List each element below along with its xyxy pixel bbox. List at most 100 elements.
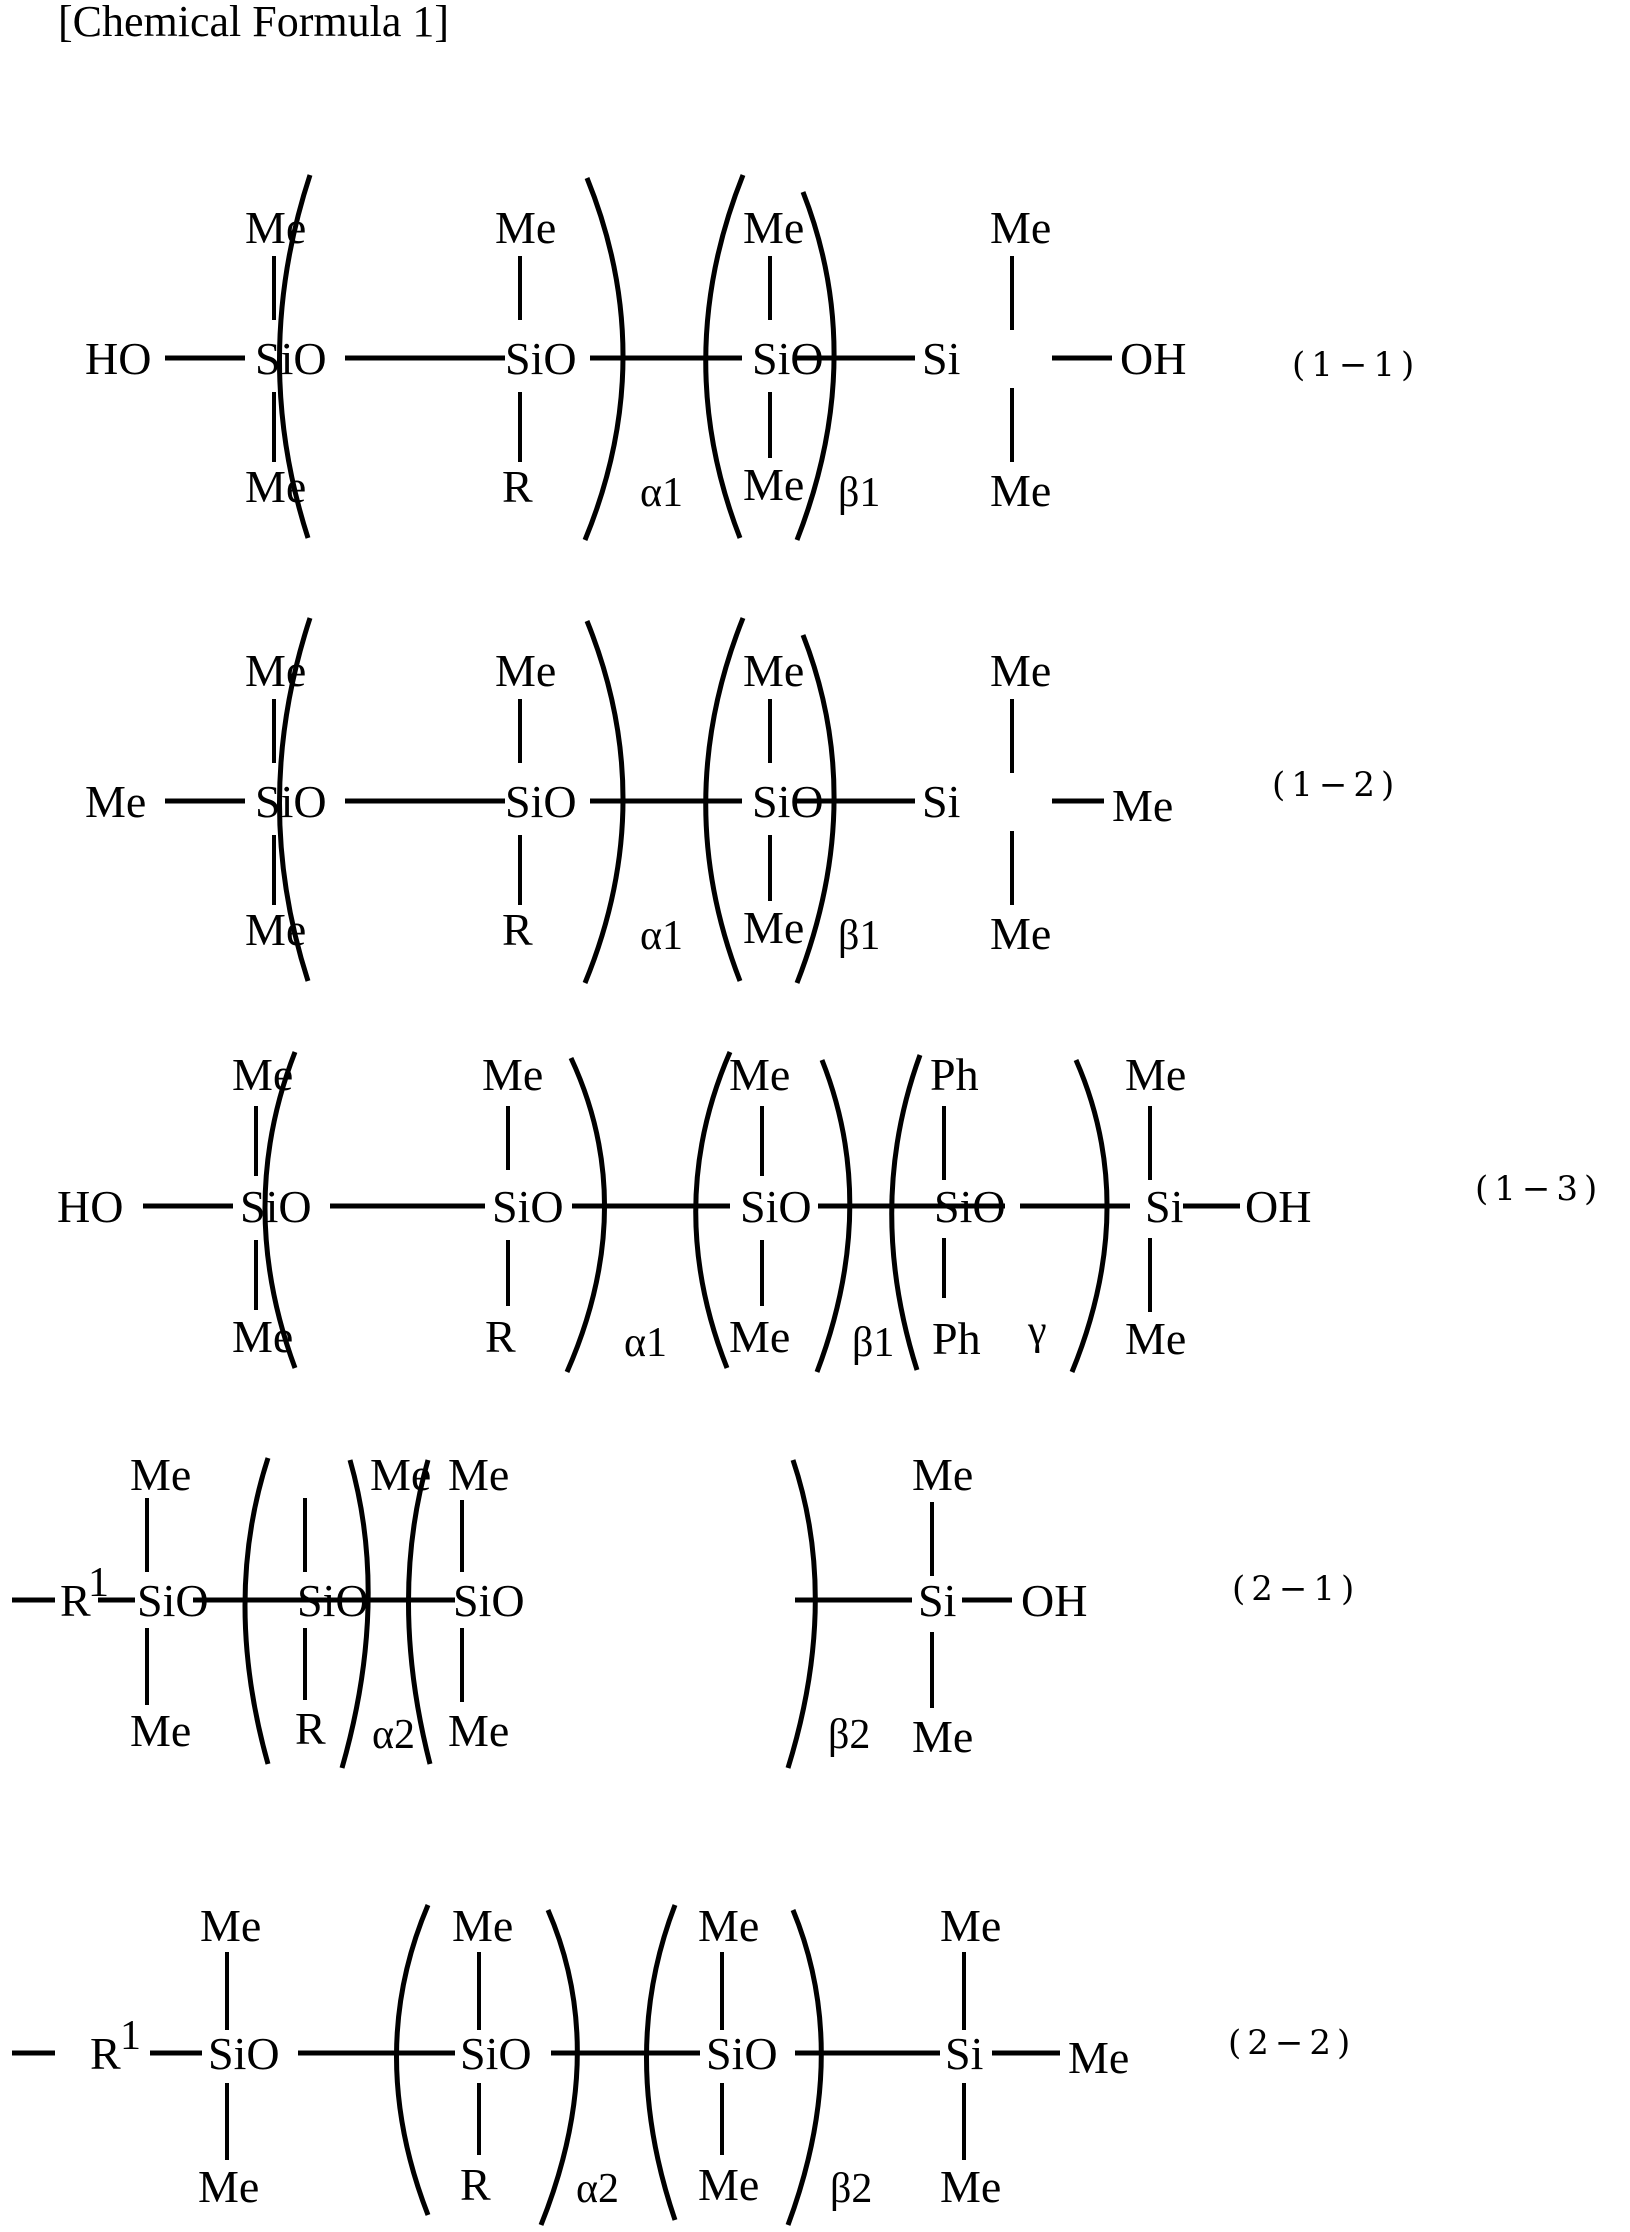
methyl-bottom: Me [990,465,1051,516]
terminal-ho: HO [85,333,151,384]
terminal-oh: OH [1021,1575,1087,1626]
unit3-bottom: Ph [932,1313,981,1364]
unit2-sio: SiO [740,1181,812,1232]
methyl-bottom: Me [912,1711,973,1762]
subscript-alpha2: α2 [372,1712,415,1758]
siloxane-sio: SiO [208,2028,280,2079]
unit1-bottom: R [460,2159,491,2210]
unit1-sio: SiO [460,2028,532,2079]
subscript-alpha1: α1 [640,470,683,516]
unit2-top: Me [729,1049,790,1100]
open-paren [262,1051,298,1369]
close-paren [794,634,837,984]
close-paren [538,1909,580,2226]
open-paren [277,174,313,539]
subscript-beta1: β1 [852,1320,894,1366]
r1-superscript: 1 [120,2013,141,2059]
methyl-bottom: Me [1125,1313,1186,1364]
formula-label: (2−2) [1228,2023,1356,2063]
unit2-sio: SiO [706,2028,778,2079]
terminal-me: Me [85,776,146,827]
unit1-sio: SiO [505,776,577,827]
unit2-bottom: Me [448,1705,509,1756]
methyl-top: Me [940,1900,1001,1951]
methyl-bottom: Me [130,1705,191,1756]
formula-1-1: HO SiO Me Me Me SiO R α1 Me SiO Me β1 Si… [85,174,1420,541]
close-paren [794,191,837,541]
open-paren [889,1054,923,1371]
unit2-top: Me [698,1900,759,1951]
close-paren [785,1459,818,1769]
subscript-beta1: β1 [838,470,880,516]
methyl-bottom: Me [940,2161,1001,2212]
terminal-oh: OH [1245,1181,1311,1232]
methyl-top: Me [130,1449,191,1500]
unit3-top: Ph [930,1049,979,1100]
siloxane-sio: SiO [255,776,327,827]
unit1-bottom: R [295,1703,326,1754]
unit1-sio: SiO [492,1181,564,1232]
r1-group: R [90,2028,121,2079]
formula-1-2: Me SiO Me Me Me SiO R α1 Me SiO Me β1 Si… [85,617,1400,984]
formula-label: (1−3) [1475,1169,1603,1209]
unit2-sio: SiO [453,1575,525,1626]
unit2-bottom: Me [698,2159,759,2210]
unit2-bottom: Me [743,902,804,953]
close-paren [339,1459,371,1769]
open-paren [644,1904,678,2221]
terminal-me: Me [1112,780,1173,831]
formula-1-3: HO SiO Me Me Me SiO R α1 Me SiO Me β1 Ph… [57,1049,1603,1374]
methyl-top: Me [200,1900,261,1951]
methyl-top: Me [990,202,1051,253]
subscript-alpha2: α2 [576,2166,619,2212]
subscript-alpha1: α1 [624,1320,667,1366]
terminal-me: Me [1068,2032,1129,2083]
methyl-top: Me [990,645,1051,696]
formula-label: (1−2) [1272,765,1400,805]
subscript-gamma: γ [1027,1308,1047,1354]
terminal-oh: OH [1120,333,1186,384]
close-paren [814,1059,853,1373]
terminal-ho: HO [57,1181,123,1232]
close-paren [1069,1058,1110,1373]
subscript-alpha1: α1 [640,913,683,959]
subscript-beta2: β2 [830,2166,872,2212]
open-paren [277,617,313,982]
close-paren [785,1909,824,2226]
open-paren [703,617,746,982]
formula-2-1: R 1 SiO Me Me Me SiO R α2 Me SiO Me β2 S… [12,1449,1360,1769]
silicon-si: Si [945,2028,983,2079]
methyl-top: Me [1125,1049,1186,1100]
unit1-bottom: R [485,1311,516,1362]
open-paren [406,1459,433,1765]
subscript-beta1: β1 [838,913,880,959]
formula-heading: [Chemical Formula 1] [58,0,450,46]
methyl-top: Me [232,1049,293,1100]
siloxane-sio: SiO [255,333,327,384]
unit1-top: Me [495,202,556,253]
formula-label: (2−1) [1232,1569,1360,1609]
open-paren [242,1457,271,1765]
methyl-bottom: Me [198,2161,259,2212]
unit2-top: Me [743,202,804,253]
unit1-top: Me [452,1900,513,1951]
unit1-bottom: R [502,904,533,955]
unit1-top: Me [482,1049,543,1100]
unit1-top: Me [495,645,556,696]
silicon-si: Si [1145,1181,1183,1232]
silicon-si: Si [918,1575,956,1626]
formula-label: (1−1) [1292,345,1420,385]
open-paren [693,1051,733,1369]
open-paren [703,174,746,539]
methyl-top: Me [912,1449,973,1500]
open-paren [394,1904,431,2216]
subscript-beta2: β2 [828,1712,870,1758]
r1-group: R [60,1575,91,1626]
unit2-bottom: Me [729,1311,790,1362]
close-paren [564,1056,608,1374]
unit1-bottom: R [502,461,533,512]
unit1-sio: SiO [505,333,577,384]
unit2-top: Me [743,645,804,696]
unit2-top: Me [448,1449,509,1500]
